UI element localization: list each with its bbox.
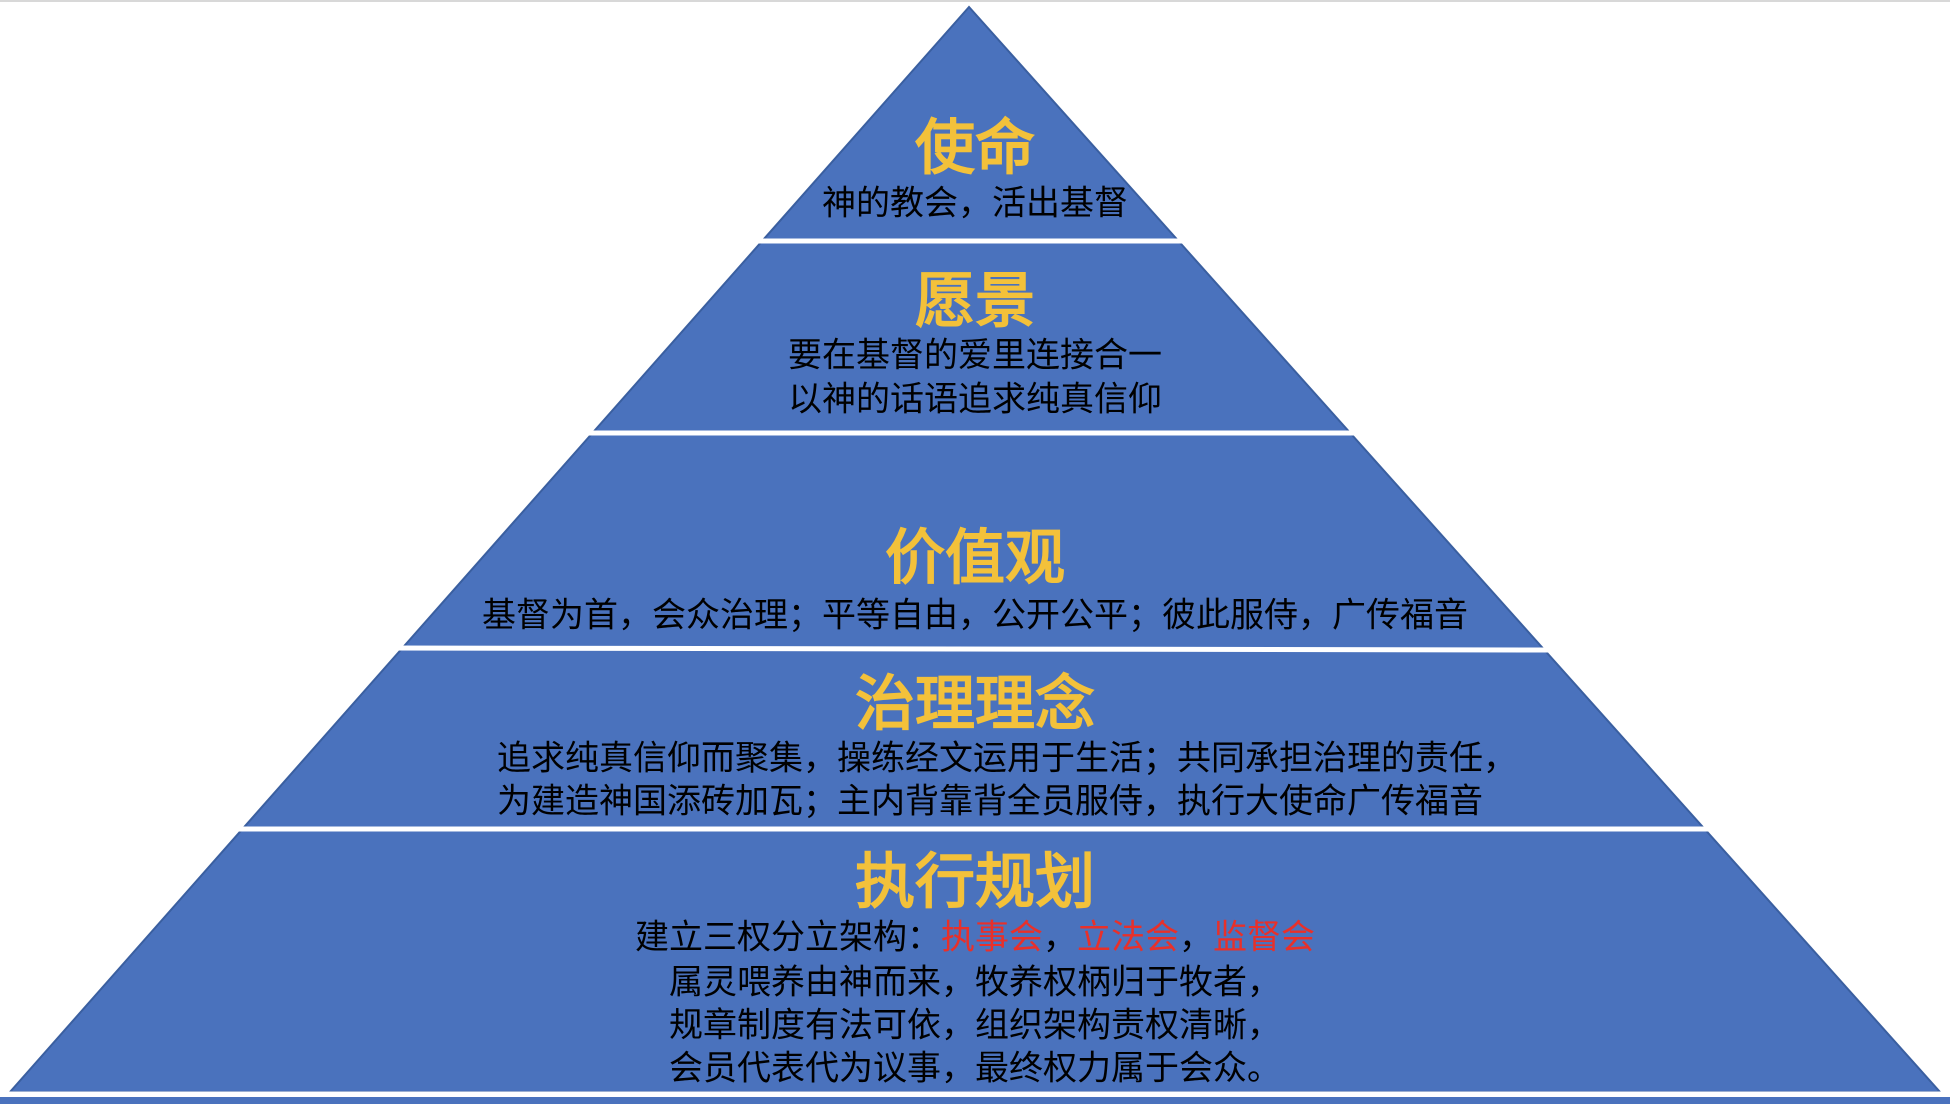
tier-2-line: 以神的话语追求纯真信仰 [788, 379, 1162, 420]
tier-4-line: 追求纯真信仰而聚集，操练经文运用于生活；共同承担治理的责任， [497, 738, 1517, 779]
tier-1-line: 神的教会，活出基督 [822, 183, 1128, 224]
tier-5-line: 会员代表代为议事，最终权力属于会众。 [669, 1048, 1281, 1089]
tier-5-line: 规章制度有法可依，组织架构责权清晰， [669, 1005, 1281, 1046]
tier-4-line: 为建造神国添砖加瓦；主内背靠背全员服侍，执行大使命广传福音 [497, 781, 1483, 822]
tier-1-title: 使命 [915, 113, 1035, 184]
divider-3 [389, 645, 1561, 653]
separator: ， [1043, 917, 1077, 958]
separator: ， [1179, 917, 1213, 958]
tier-5-line: 属灵喂养由神而来，牧养权柄归于牧者， [669, 962, 1281, 1003]
council-legislative: 立法会 [1077, 917, 1179, 958]
tier-2-title: 愿景 [915, 266, 1035, 337]
council-executive: 执事会 [941, 917, 1043, 958]
tier-5-title: 执行规划 [855, 847, 1095, 918]
top-border [0, 0, 1950, 2]
tier-4-title: 治理理念 [855, 669, 1095, 740]
tier-3-line: 基督为首，会众治理；平等自由，公开公平；彼此服侍，广传福音 [482, 595, 1468, 636]
structure-label: 建立三权分立架构： [635, 917, 941, 958]
bottom-strip [0, 1097, 1950, 1104]
tier-2-line: 要在基督的爱里连接合一 [788, 335, 1162, 376]
tier-3-title: 价值观 [885, 523, 1065, 594]
council-supervisory: 监督会 [1213, 917, 1315, 958]
tier-5-line-1: 建立三权分立架构：执事会，立法会，监督会 [0, 910, 1950, 959]
tier-dividers [0, 238, 1950, 1097]
